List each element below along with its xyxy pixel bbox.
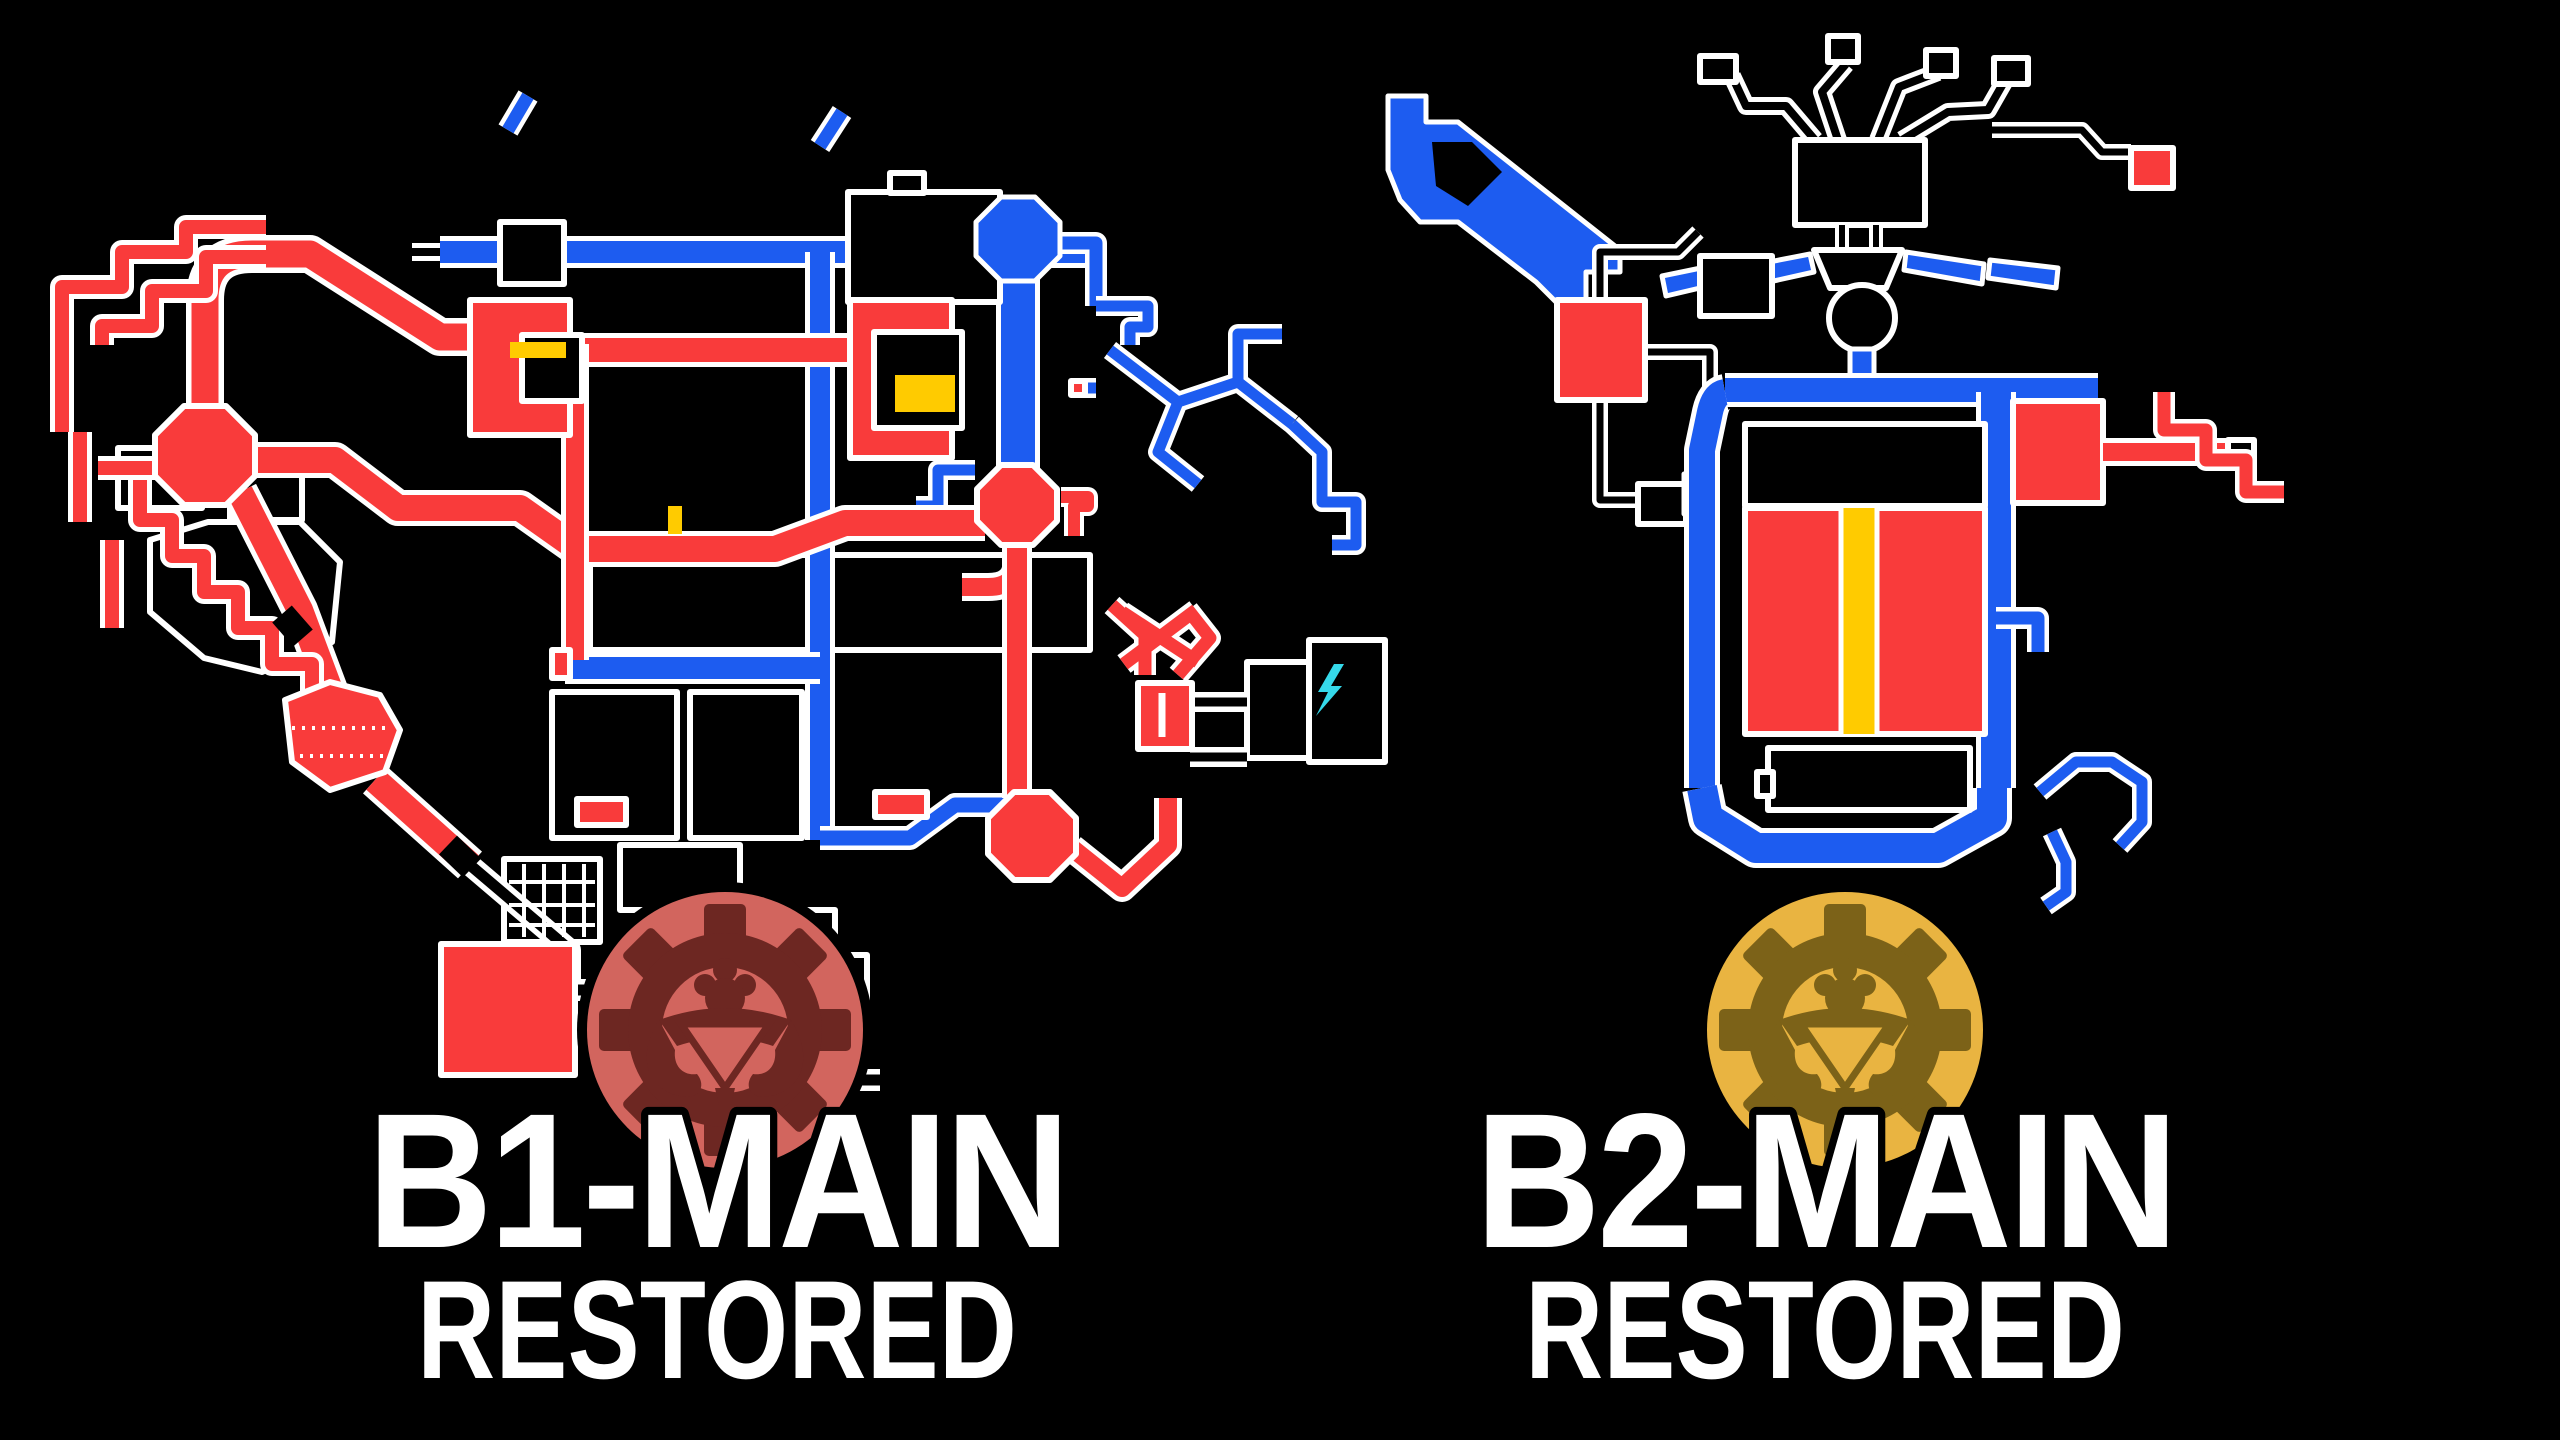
b2-status: RESTORED — [1525, 1251, 2125, 1408]
b2-circle-room — [1826, 282, 1898, 354]
b1-red-stub — [549, 647, 573, 681]
b1-blue-octagon — [973, 194, 1063, 284]
b2-machine-room — [1792, 137, 1928, 228]
b2-title: B2-MAIN — [1475, 1073, 2175, 1288]
b2-red-room-topright — [2128, 145, 2176, 191]
b2-elevator-stripe — [1843, 508, 1875, 734]
b1-title: B1-MAIN — [367, 1073, 1067, 1288]
b1-elevator-yellow-1 — [510, 342, 566, 358]
b1-red-octagon-mid — [974, 462, 1060, 548]
lightning-icon — [1316, 664, 1344, 716]
b2-map — [1385, 33, 2284, 906]
b2-rooms — [1554, 145, 2284, 813]
b1-rooms-over — [152, 170, 1344, 1078]
b1-red-room-claw — [1135, 680, 1195, 752]
b2-red-room-left — [1554, 297, 1648, 403]
b1-map — [62, 96, 1388, 1080]
b1-red-octagon-left — [152, 403, 258, 508]
b1-red-room-big — [438, 941, 578, 1078]
b1-elevator-yellow-2 — [895, 375, 955, 412]
b1-red-corridors — [62, 227, 1210, 888]
b1-red-octagon-low — [985, 789, 1079, 883]
b1-red-dot — [1068, 378, 1088, 398]
b1-status: RESTORED — [417, 1251, 1017, 1408]
b1-elevator-yellow-3 — [668, 506, 682, 534]
b2-red-room-right — [2010, 398, 2106, 506]
b1-red-blob-room — [282, 679, 403, 793]
b1-grid-room-lines — [509, 864, 595, 937]
b2-claw-machine — [1659, 33, 2061, 386]
b2-blue-diagonal — [1385, 93, 1623, 305]
